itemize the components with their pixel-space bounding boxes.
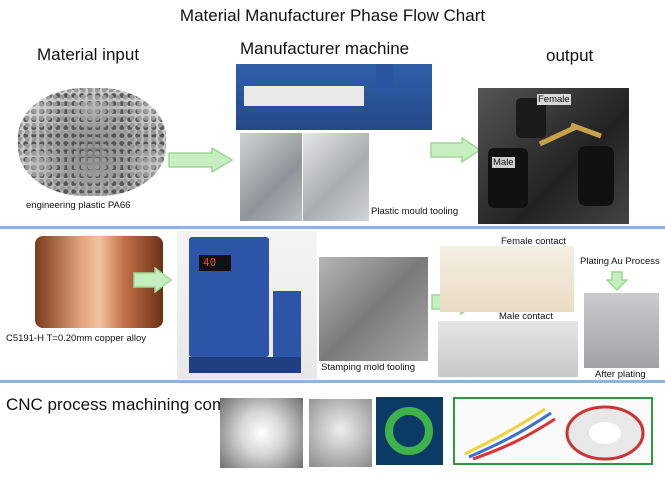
flow-arrow-2 [430, 137, 482, 163]
injection-machine-image [236, 64, 432, 130]
output-connectors-image [478, 88, 629, 224]
mould-tooling-label: Plastic mould tooling [371, 206, 459, 217]
plating-process-label: Plating Au Process [580, 256, 660, 267]
section-material-input: Material input [37, 45, 140, 64]
stamping-tooling-label: Stamping mold tooling [321, 362, 415, 373]
female-label: Female [537, 94, 571, 105]
o-ring-image [376, 397, 443, 465]
mould-half-image [240, 133, 302, 221]
flow-arrow-1 [168, 147, 234, 173]
cable-image [453, 397, 653, 465]
after-plating-label: After plating [595, 369, 646, 380]
flow-arrow-3 [133, 267, 173, 293]
section-cnc: CNC process machining component [6, 395, 279, 414]
down-arrow [606, 271, 628, 291]
plated-contacts-image [584, 293, 659, 368]
knurled-insert-image [220, 398, 303, 468]
male-contacts-image [438, 321, 578, 377]
female-contacts-image [440, 246, 574, 312]
plastic-pellets-image [18, 88, 166, 196]
section-divider [0, 226, 665, 229]
stamping-mold-image [319, 257, 428, 361]
hex-fitting-image [309, 399, 372, 467]
male-contact-label: Male contact [499, 311, 553, 322]
stamping-press-image: 40 [177, 231, 317, 379]
section-output: output [546, 46, 594, 65]
chart-title: Material Manufacturer Phase Flow Chart [179, 6, 486, 25]
section-manufacturer-machine: Manufacturer machine [240, 39, 410, 58]
press-display-readout: 40 [203, 256, 217, 269]
copper-alloy-label: C5191-H T=0.20mm copper alloy [6, 333, 147, 344]
male-label: Male [492, 157, 515, 168]
mould-half-2-image [303, 133, 369, 221]
section-divider-2 [0, 380, 665, 383]
pa66-label: engineering plastic PA66 [26, 200, 131, 211]
female-contact-label: Female contact [501, 236, 566, 247]
